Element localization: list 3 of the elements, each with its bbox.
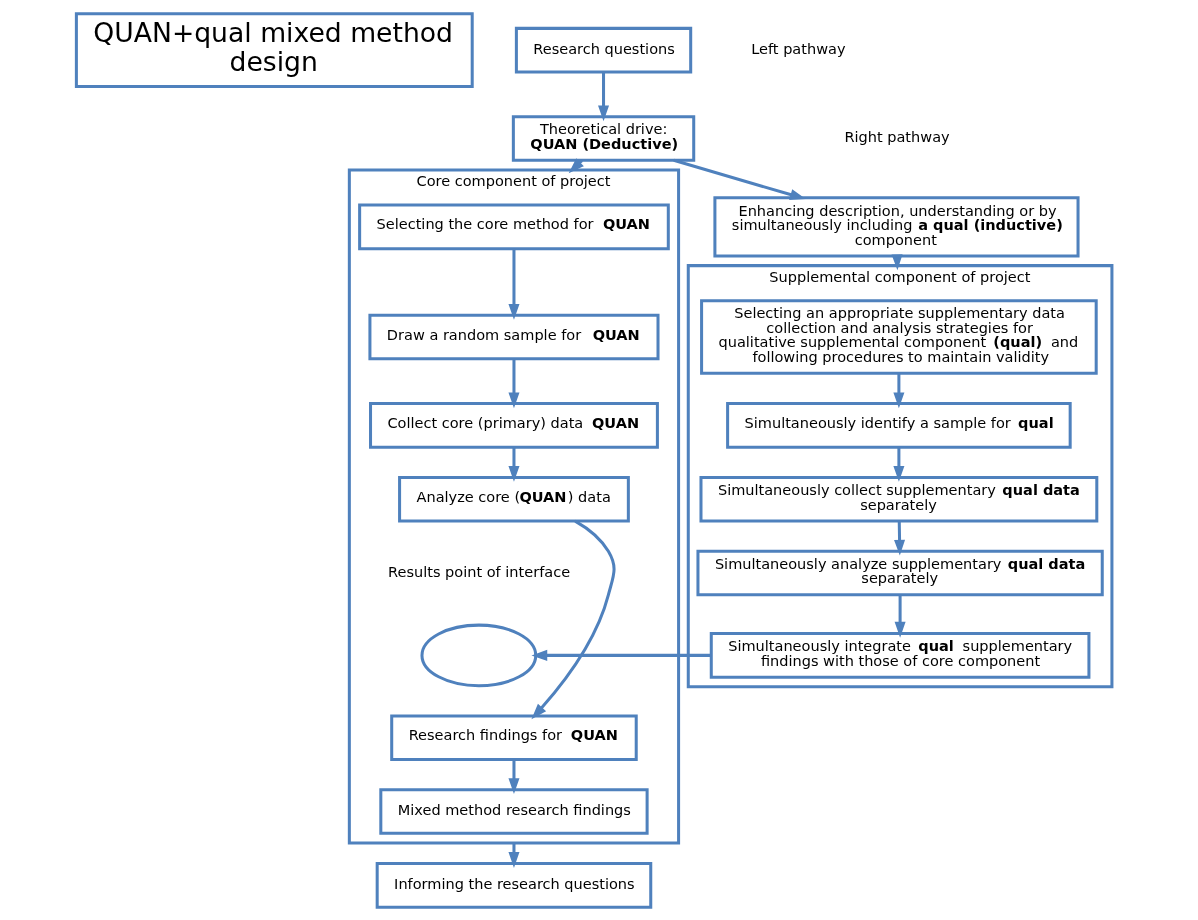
label: Right pathway xyxy=(844,128,950,145)
node-label: Results point of interface xyxy=(388,563,571,580)
label: Left pathway xyxy=(751,40,846,57)
